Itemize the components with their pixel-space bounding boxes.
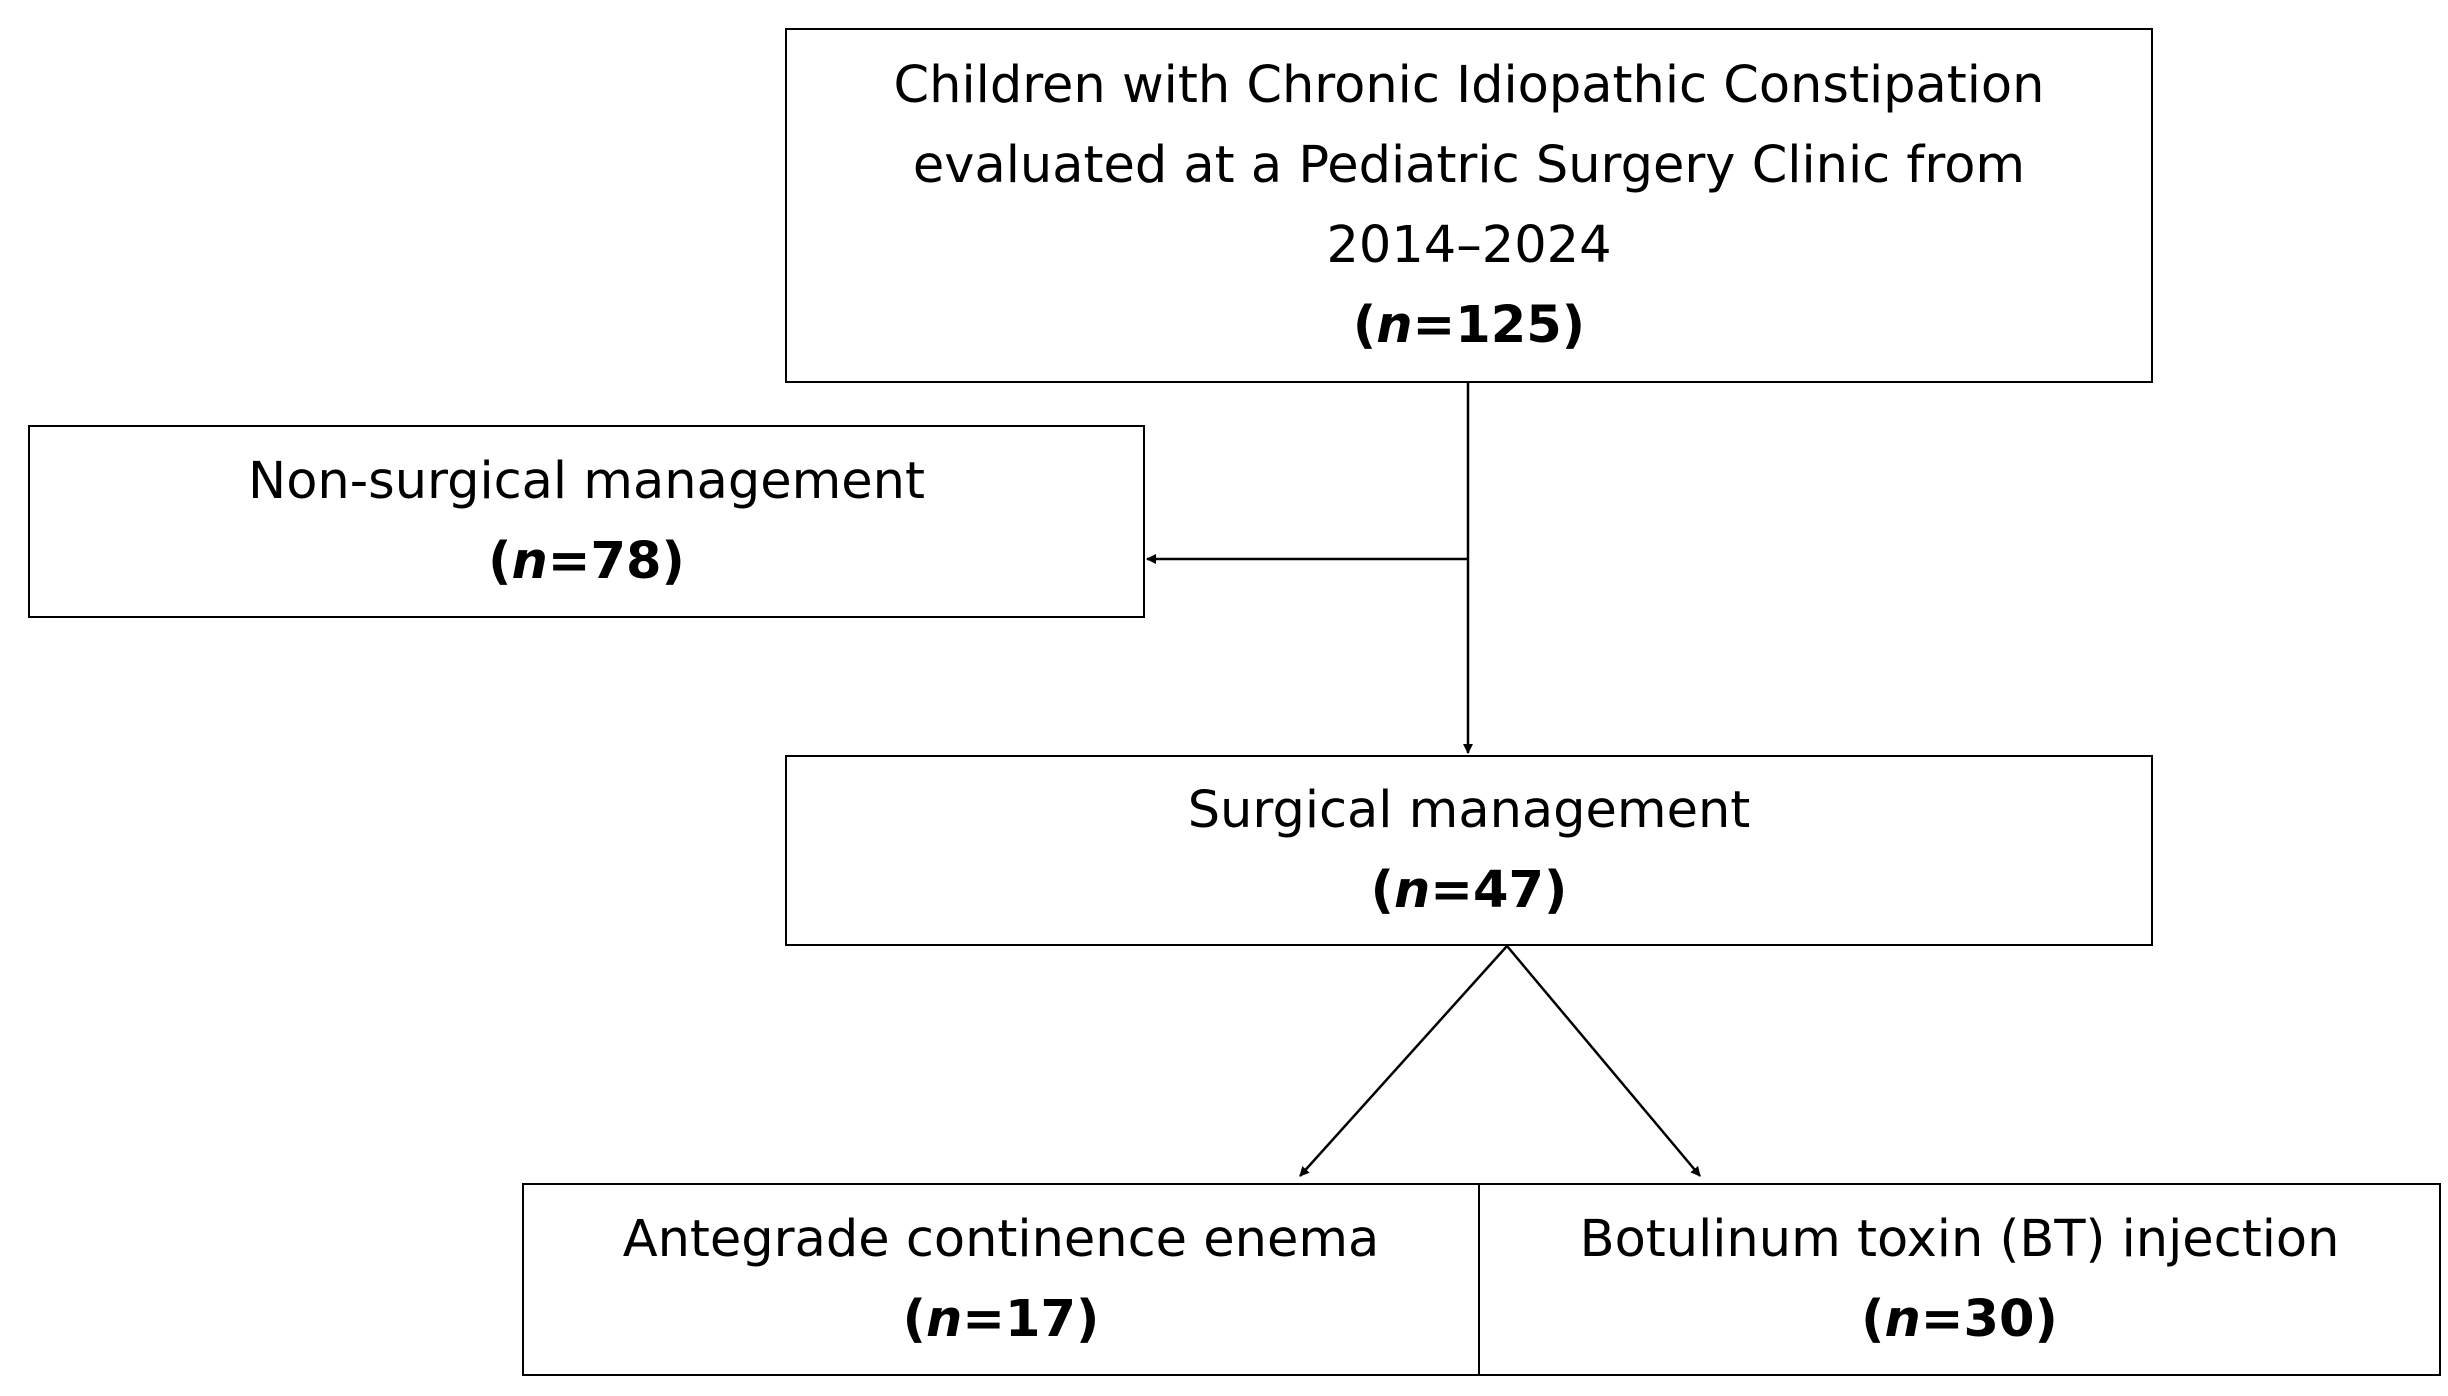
surgical-label: Surgical management	[1187, 780, 1751, 840]
cohort-line-3: 2014–2024	[1326, 215, 1612, 275]
ace-box: Antegrade continence enema (n=17)	[522, 1183, 1480, 1376]
surgical-box: Surgical management (n=47)	[785, 755, 2153, 946]
cohort-box: Children with Chronic Idiopathic Constip…	[785, 28, 2153, 383]
cohort-line-2: evaluated at a Pediatric Surgery Clinic …	[912, 135, 2026, 195]
bt-box: Botulinum toxin (BT) injection (n=30)	[1478, 1183, 2441, 1376]
ace-n-label: n	[925, 1289, 963, 1349]
nonsurgical-count: (n=78)	[488, 531, 685, 591]
ace-label: Antegrade continence enema	[622, 1209, 1380, 1269]
nonsurgical-n-label: n	[511, 531, 548, 591]
surgical-count: (n=47)	[1370, 860, 1568, 920]
surgical-n-value: =47	[1430, 860, 1545, 920]
arrow-surgical-to-bt	[1506, 945, 1701, 1177]
bt-n-label: n	[1884, 1289, 1921, 1349]
nonsurgical-n-value: =78	[547, 531, 662, 591]
bt-count: (n=30)	[1861, 1289, 2058, 1349]
cohort-n-value: =125	[1412, 295, 1562, 355]
ace-count: (n=17)	[902, 1289, 1100, 1349]
ace-n-value: =17	[962, 1289, 1077, 1349]
cohort-n-label: n	[1376, 295, 1413, 355]
nonsurgical-label: Non-surgical management	[248, 451, 925, 511]
bt-n-value: =30	[1920, 1289, 2035, 1349]
cohort-count: (n=125)	[1352, 295, 1586, 355]
nonsurgical-box: Non-surgical management (n=78)	[28, 425, 1145, 618]
cohort-line-1: Children with Chronic Idiopathic Constip…	[893, 55, 2045, 115]
surgical-n-label: n	[1393, 860, 1431, 920]
arrow-surgical-to-ace	[1299, 945, 1508, 1177]
bt-label: Botulinum toxin (BT) injection	[1579, 1209, 2340, 1269]
